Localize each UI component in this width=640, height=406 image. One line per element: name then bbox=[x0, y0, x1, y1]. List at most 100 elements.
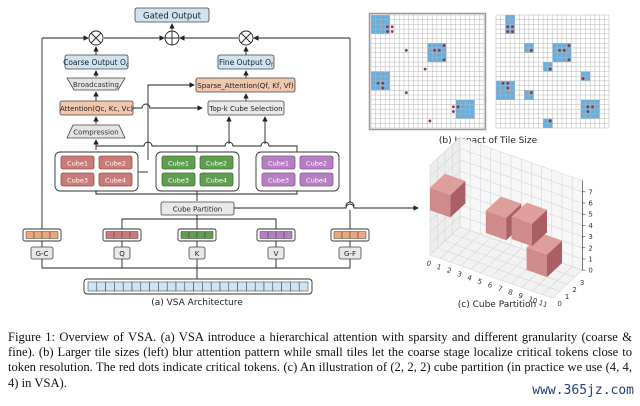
token-cell bbox=[263, 281, 274, 292]
vector-cell bbox=[113, 231, 123, 239]
critical-token-dot bbox=[501, 81, 505, 85]
grid-lines bbox=[370, 14, 485, 129]
critical-token-dot bbox=[567, 58, 571, 62]
critical-token-dot bbox=[586, 105, 590, 109]
critical-token-dot bbox=[386, 25, 389, 29]
z-tick-label: 0 bbox=[588, 267, 592, 275]
token-cell bbox=[105, 281, 115, 292]
projection-label-v: V bbox=[274, 250, 279, 258]
cube-top-face bbox=[430, 173, 466, 195]
vector-cell bbox=[180, 231, 190, 239]
topk-selection-box bbox=[207, 100, 285, 116]
cube-top-face bbox=[526, 233, 562, 255]
cube-label: Cube1 bbox=[268, 160, 289, 168]
critical-token-dot bbox=[386, 30, 389, 33]
cube-v-2 bbox=[299, 155, 334, 170]
architecture-subtitle: (a) VSA Architecture bbox=[151, 298, 243, 308]
token-cell bbox=[202, 281, 212, 292]
cube-top-face bbox=[511, 202, 547, 224]
grid-line bbox=[429, 254, 553, 299]
fine-output-box bbox=[217, 54, 275, 70]
token-cell bbox=[87, 281, 98, 292]
projection-label-q: Q bbox=[119, 250, 125, 258]
x-tick-label: 0 bbox=[425, 259, 432, 268]
grid-line bbox=[437, 247, 560, 292]
multiply-coarse-icon bbox=[88, 30, 104, 46]
y-tick-label: 2 bbox=[572, 286, 576, 294]
cube-plot-subtitle: (c) Cube Partition bbox=[458, 300, 536, 310]
critical-token-dot bbox=[451, 105, 455, 109]
cube-label: Cube1 bbox=[168, 160, 189, 168]
sparse-attention-label: Sparse_Attention(Qf, Kf, Vf) bbox=[197, 82, 294, 90]
critical-token-dot bbox=[586, 110, 590, 113]
critical-token-dot bbox=[381, 81, 385, 85]
critical-token-dot bbox=[506, 86, 510, 90]
cube-front-face bbox=[511, 216, 532, 247]
critical-token-dot bbox=[506, 30, 510, 33]
grid-line bbox=[459, 148, 583, 193]
token-cell bbox=[140, 281, 150, 292]
cube-label: Cube4 bbox=[105, 177, 126, 185]
grid-line bbox=[429, 137, 461, 166]
critical-token-dot bbox=[529, 91, 533, 95]
cube-q-3 bbox=[60, 172, 95, 187]
vector-cell bbox=[41, 231, 51, 239]
x-tick-label: 4 bbox=[466, 274, 473, 283]
broadcasting-block bbox=[66, 77, 126, 91]
z-tick-label: 6 bbox=[588, 200, 593, 208]
z-tick-label: 1 bbox=[588, 256, 592, 264]
figure-caption: Figure 1: Overview of VSA. (a) VSA intro… bbox=[8, 330, 632, 390]
cube-label: Cube2 bbox=[105, 160, 126, 168]
watermark: www.365jz.com bbox=[532, 383, 634, 398]
critical-token-dot bbox=[428, 119, 432, 123]
gated-output-label: Gated Output bbox=[143, 12, 202, 22]
vector-cell bbox=[357, 231, 367, 239]
critical-token-dot bbox=[433, 48, 436, 52]
critical-token-dot bbox=[376, 81, 380, 85]
token-cell bbox=[149, 281, 159, 292]
cube-right-face bbox=[450, 181, 466, 218]
cube-k-1 bbox=[161, 155, 196, 170]
cube-label: Cube3 bbox=[67, 177, 88, 185]
vector-cell bbox=[204, 231, 214, 239]
tile-size-subtitle: (b) Impact of Tile Size bbox=[439, 136, 538, 146]
coarse-output-box bbox=[64, 54, 129, 70]
tile-grid-small bbox=[495, 14, 610, 129]
x-tick-label: 5 bbox=[476, 277, 483, 286]
cube-front-face bbox=[485, 210, 507, 241]
vector-cell bbox=[49, 231, 59, 239]
figure-canvas: Gated Output Coarse Output Oc bbox=[22, 7, 610, 310]
token-cell bbox=[122, 281, 133, 292]
vector-cell bbox=[349, 231, 359, 239]
token-cell bbox=[184, 281, 194, 292]
critical-token-dot bbox=[548, 119, 552, 123]
fine-output-label: Fine Output Of bbox=[219, 58, 274, 69]
critical-token-dot bbox=[591, 105, 594, 109]
vector-cell bbox=[33, 231, 43, 239]
z-tick-label: 5 bbox=[588, 211, 592, 219]
critical-token-dot bbox=[437, 48, 441, 52]
topk-selection-label: Top-k Cube Selection bbox=[208, 105, 282, 113]
token-cell bbox=[272, 281, 282, 292]
critical-token-dot bbox=[567, 44, 571, 48]
y-tick-label: 3 bbox=[580, 279, 584, 287]
critical-token-dot bbox=[581, 77, 585, 80]
coarse-output-label: Coarse Output Oc bbox=[63, 58, 129, 69]
token-cell bbox=[246, 281, 256, 292]
cube-partition-box bbox=[160, 201, 235, 216]
sparse-attention-box bbox=[195, 77, 296, 93]
token-cell bbox=[210, 281, 221, 292]
x-tick-label: 2 bbox=[446, 266, 453, 275]
vsa-architecture: Gated Output Coarse Output Oc bbox=[22, 7, 419, 308]
gated-output-box bbox=[134, 7, 210, 23]
critical-token-dot bbox=[442, 44, 446, 48]
token-cell bbox=[193, 281, 203, 292]
tile-grid-large bbox=[368, 12, 487, 131]
token-cell bbox=[281, 281, 291, 292]
vector-cell bbox=[121, 231, 131, 239]
vector-cell bbox=[283, 231, 293, 239]
projection-label-g-c: G-C bbox=[36, 250, 49, 258]
z-tick-label: 7 bbox=[588, 188, 592, 196]
